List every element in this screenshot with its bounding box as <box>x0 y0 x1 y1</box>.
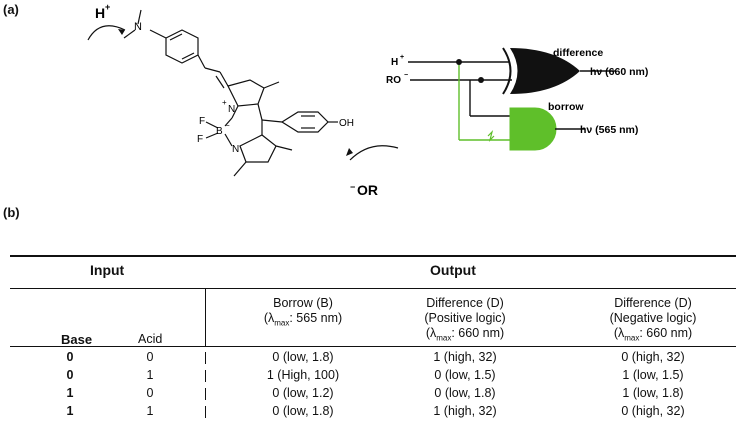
base-sup: − <box>350 182 355 192</box>
circuit-wires <box>408 59 512 142</box>
xor-label: difference <box>553 47 603 59</box>
panel-a-label: (a) <box>3 2 19 17</box>
and-output-label: hν (565 nm) <box>580 124 638 136</box>
table-header-rule <box>10 346 736 347</box>
proton-arrow <box>87 25 126 41</box>
n-bottom-label: N <box>232 144 239 155</box>
table-row: 1 0 0 (low, 1.2) 0 (low, 1.8) 1 (low, 1.… <box>66 386 684 400</box>
table-row: 1 1 0 (low, 1.8) 1 (high, 32) 0 (high, 3… <box>66 404 685 418</box>
table-top-rule <box>10 255 736 257</box>
col-borrow-header: Borrow (B) (λmax: 565 nm) <box>263 296 343 328</box>
proton-arrowhead <box>118 29 125 35</box>
output-header: Output <box>430 262 476 278</box>
panel-a-figure: H + N N <box>87 2 648 198</box>
boron-label: B <box>216 126 223 137</box>
circuit-input-ro: RO <box>386 75 401 86</box>
base-arrowhead <box>346 148 353 156</box>
circuit-input-h: H <box>391 57 398 68</box>
proton-sup: + <box>105 2 110 12</box>
boron-charge: − <box>225 121 230 130</box>
circuit-input-h-sup: + <box>400 54 404 61</box>
xor-gate <box>502 47 615 95</box>
and-label: borrow <box>548 101 584 113</box>
col-acid-header: Acid <box>138 332 163 346</box>
n-top-label: N <box>228 104 235 115</box>
fluorine-1-label: F <box>199 116 205 127</box>
circuit-input-ro-sup: − <box>404 72 408 79</box>
fluorine-2-label: F <box>197 134 203 145</box>
molecule-structure <box>123 9 338 177</box>
and-gate <box>509 107 585 151</box>
hydroxyl-label: OH <box>339 118 354 129</box>
panel-b-label: (b) <box>3 205 20 220</box>
base-label: OR <box>357 182 378 198</box>
col-base-header: Base <box>61 332 93 347</box>
n-dimethyl-label: N <box>134 21 142 33</box>
proton-label: H <box>95 5 105 21</box>
column-divider <box>205 289 206 346</box>
table-row: 0 0 0 (low, 1.8) 1 (high, 32) 0 (high, 3… <box>66 350 685 364</box>
xor-output-label: hν (660 nm) <box>590 66 648 78</box>
table-row: 0 1 1 (High, 100) 0 (low, 1.5) 1 (low, 1… <box>66 368 684 382</box>
table-mid-rule <box>10 288 736 289</box>
col-diff-pos-header: Difference (D) (Positive logic) (λmax: 6… <box>424 296 506 343</box>
input-header: Input <box>90 262 125 278</box>
base-arrow <box>349 145 399 161</box>
col-diff-neg-header: Difference (D) (Negative logic) (λmax: 6… <box>609 296 697 343</box>
n-top-charge: + <box>222 98 227 107</box>
